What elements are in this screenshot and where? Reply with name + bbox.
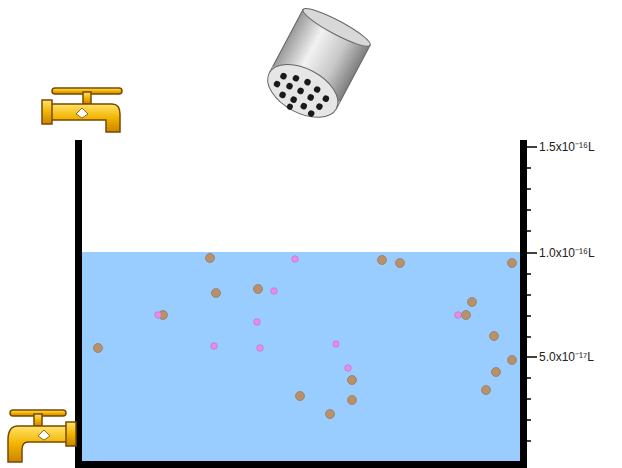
scale-label: 1.0x10⁻¹⁶L [539,246,595,260]
tank-left-wall [75,140,82,468]
bottom-faucet [8,410,76,462]
water [82,252,522,462]
top-faucet [42,88,122,132]
scale-ticks [527,147,537,441]
ion-particles [155,256,462,372]
scale-label: 1.5x10⁻¹⁶L [539,140,595,154]
tank-bottom [75,461,527,468]
salt-shaker [258,3,373,129]
salt-particles [94,254,517,419]
tank-right-wall [520,140,527,468]
scale-label: 5.0x10⁻¹⁷L [539,350,594,364]
